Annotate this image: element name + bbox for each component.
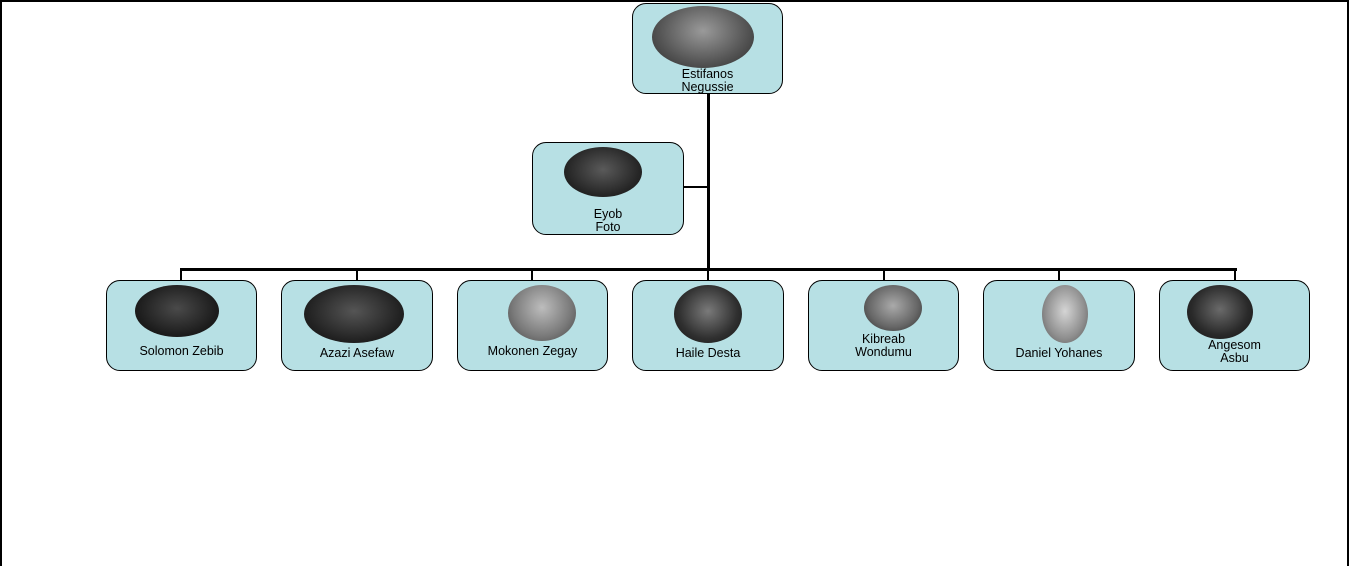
node-name-line2: Foto [595,220,621,234]
node-name-line1: Daniel Yohanes [1015,346,1103,360]
portrait-photo-icon [1187,285,1253,339]
portrait-photo-icon [652,6,754,68]
node-label: Haile Desta [633,347,783,360]
portrait-photo-icon [864,285,922,331]
node-label: Daniel Yohanes [984,347,1134,360]
org-node-member: Daniel Yohanes [983,280,1135,371]
org-node-member: Mokonen Zegay [457,280,608,371]
portrait-photo-icon [304,285,404,343]
node-name-line1: Mokonen Zegay [487,344,578,358]
connector-root-trunk [707,93,710,270]
node-name-line1: Kibreab [861,332,906,346]
node-label: Estifanos Negussie [633,68,782,94]
node-name-line1: Azazi Asefaw [319,346,395,360]
org-node-member: Kibreab Wondumu [808,280,959,371]
portrait-photo-icon [135,285,219,337]
org-node-member: Haile Desta [632,280,784,371]
node-label: Azazi Asefaw [282,347,432,360]
connector-drop-4 [707,268,709,280]
connector-drop-7 [1234,268,1236,280]
org-node-root: Estifanos Negussie [632,3,783,94]
node-label: Eyob Foto [533,208,683,234]
org-node-member: Azazi Asefaw [281,280,433,371]
org-node-member: Angesom Asbu [1159,280,1310,371]
portrait-photo-icon [674,285,742,343]
org-node-member: Solomon Zebib [106,280,257,371]
node-name-line1: Solomon Zebib [139,344,224,358]
org-node-assistant: Eyob Foto [532,142,684,235]
node-name-line1: Eyob [593,207,623,221]
node-label: Angesom Asbu [1160,339,1309,365]
node-name-line1: Angesom [1208,338,1261,352]
connector-assistant [683,186,709,188]
portrait-photo-icon [1042,285,1088,343]
node-name-line1: Estifanos [681,67,734,81]
portrait-photo-icon [564,147,642,197]
connector-drop-2 [356,268,358,280]
node-label: Mokonen Zegay [458,345,607,358]
node-name-line2: Negussie [681,80,734,94]
node-label: Solomon Zebib [107,345,256,358]
node-name-line2: Wondumu [855,345,912,359]
connector-drop-3 [531,268,533,280]
connector-drop-6 [1058,268,1060,280]
connector-drop-1 [180,268,182,280]
node-name-line2: Asbu [1220,351,1249,365]
portrait-photo-icon [508,285,576,341]
node-name-line1: Haile Desta [675,346,741,360]
connector-drop-5 [883,268,885,280]
node-label: Kibreab Wondumu [809,333,958,359]
